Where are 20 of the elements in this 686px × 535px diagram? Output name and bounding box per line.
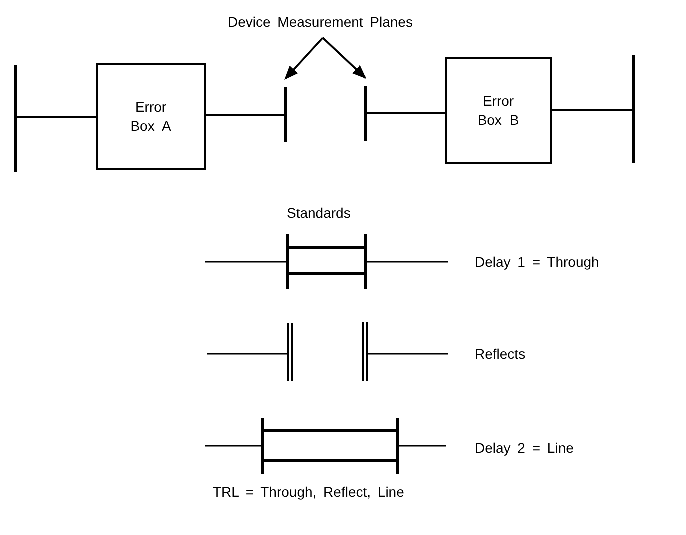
plane-label: Device Measurement Planes	[228, 14, 413, 30]
error-box	[96, 63, 206, 170]
connection-line	[552, 109, 632, 111]
box-label: Error Box A	[130, 98, 172, 136]
measurement-plane-bar	[284, 87, 287, 142]
leader-arrow	[284, 37, 324, 80]
box-label: Error Box B	[476, 92, 520, 130]
section-heading: Standards	[287, 205, 351, 221]
footnote: TRL = Through, Reflect, Line	[213, 484, 404, 500]
port-bar	[14, 65, 17, 172]
connection-line	[206, 114, 284, 116]
standard-label: Delay 1 = Through	[475, 254, 600, 270]
connection-line	[367, 112, 445, 114]
standard-label: Delay 2 = Line	[475, 440, 574, 456]
port-bar	[632, 55, 635, 163]
error-box	[445, 57, 552, 164]
standard-label: Reflects	[475, 346, 526, 362]
measurement-plane-bar	[364, 86, 367, 141]
connection-line	[17, 116, 96, 118]
leader-arrow	[322, 37, 367, 79]
